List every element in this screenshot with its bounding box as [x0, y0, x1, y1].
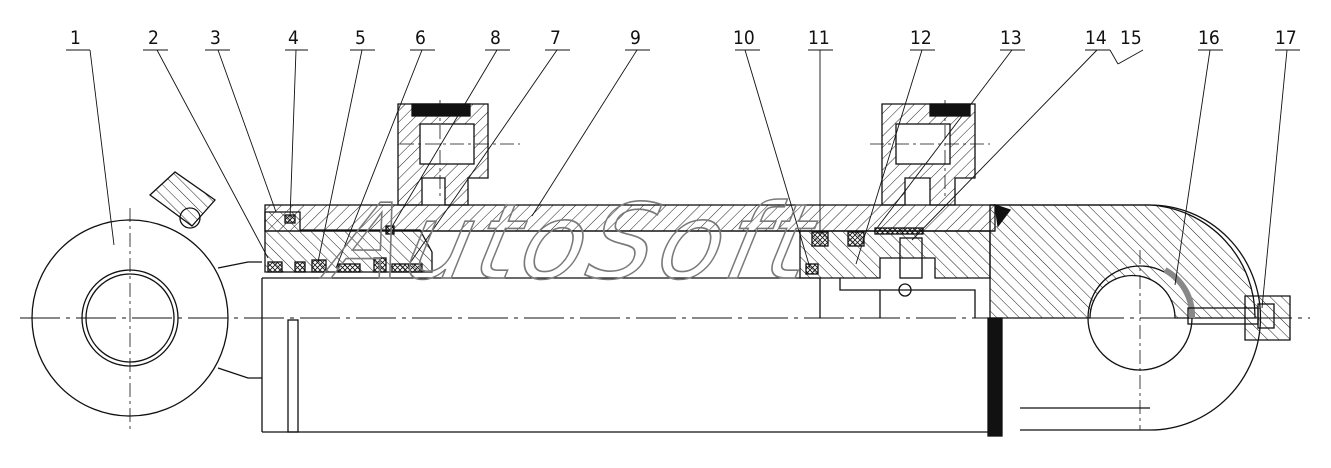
port-block-right [870, 100, 990, 206]
part-label: 7 [550, 27, 561, 49]
leader-lines [66, 49, 1300, 309]
part-label: 10 [733, 27, 755, 49]
gland [264, 211, 433, 273]
piston-rod [261, 277, 990, 433]
rear-clevis [989, 204, 1291, 431]
part-label: 1 [70, 27, 81, 49]
part-label: 9 [630, 27, 641, 49]
part-label: 4 [288, 27, 299, 49]
watermark: AutoSoft [315, 181, 827, 303]
part-label: 17 [1275, 27, 1297, 49]
piston [799, 227, 991, 318]
rod-eye [31, 171, 262, 432]
part-label: 14 [1085, 27, 1107, 49]
part-label: 16 [1198, 27, 1220, 49]
part-label: 11 [808, 27, 830, 49]
part-label: 3 [210, 27, 221, 49]
seal-band [987, 317, 1003, 437]
part-labels: 1 2 3 4 5 6 8 7 9 10 11 12 13 14 15 16 1… [70, 27, 1297, 49]
part-label: 2 [148, 27, 159, 49]
part-label: 8 [490, 27, 501, 49]
port-block-left [397, 100, 520, 206]
part-label: 15 [1120, 27, 1142, 49]
part-label: 5 [355, 27, 366, 49]
part-label: 6 [415, 27, 426, 49]
part-label: 13 [1000, 27, 1022, 49]
part-label: 12 [910, 27, 932, 49]
